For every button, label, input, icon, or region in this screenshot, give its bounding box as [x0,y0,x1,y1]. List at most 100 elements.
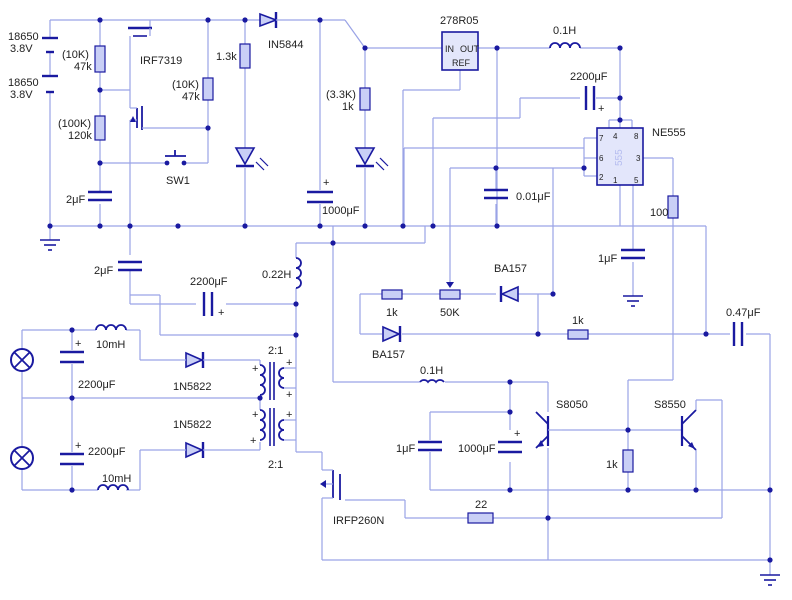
resistor-100k-120k-label-2: 120k [68,130,92,142]
diode-1n5822-b: 1N5822 [173,419,212,459]
resistor-100: 100 [650,195,679,219]
regulator-title: 278R05 [440,15,479,27]
capacitor-2uf-a-label: 2μF [66,194,85,206]
capacitor-2200uf-l1: + 2200μF [60,338,116,391]
diode-1n5822-b-label: 1N5822 [173,419,212,431]
resistor-22: 22 [467,499,494,524]
inductor-0-1h-top: 0.1H [549,25,581,49]
resistor-100-label: 100 [650,207,668,219]
resistor-3-3k-1k-label-2: 1k [342,101,354,113]
capacitor-0-47uf-label: 0.47μF [726,307,761,319]
diode-in5844-label: IN5844 [268,39,303,51]
capacitor-2200uf-top-plus: + [598,103,604,115]
capacitor-0-01uf: 0.01μF [484,188,551,203]
resistor-10k-47k-b-label-1: (10K) [172,79,199,91]
capacitor-2200uf-top-label: 2200μF [570,71,608,83]
regulator-278r05: 278R05 IN OUT REF [440,15,480,71]
resistor-1k-a-label: 1k [386,307,398,319]
ne555-pin1: 1 [613,176,618,185]
diode-1n5822-a-label: 1N5822 [173,381,212,393]
capacitor-1000uf-b-label: 1000μF [458,443,496,455]
transformer-bottom-plus-2: + [286,409,292,421]
ground-bottom [760,574,780,586]
inductor-0-22h: 0.22H [262,257,302,289]
inductor-10mh-bottom: 10mH [97,473,131,491]
battery-bottom-label-2: 3.8V [10,89,33,101]
transistor-s8550-label: S8550 [654,399,686,411]
junction-dots [47,17,773,563]
transformer-top: 2:1 + + + [252,345,296,401]
ne555-timer: NE555 555 4 8 7 6 2 1 5 3 [596,127,686,186]
battery-top-label-2: 3.8V [10,43,33,55]
ne555-pin6: 6 [599,154,604,163]
capacitor-2200uf-top: + 2200μF [570,71,608,115]
resistor-3-3k-1k: (3.3K) 1k [326,87,371,113]
capacitor-2200uf-l2-label: 2200μF [88,446,126,458]
transistor-s8050: S8050 [535,399,588,449]
diode-in5844: IN5844 [259,12,303,51]
resistor-10k-47k-a-label-1: (10K) [62,49,89,61]
capacitor-1000uf-b: + 1000μF [458,428,522,455]
resistor-10k-47k-a-label-2: 47k [74,61,92,73]
capacitor-2200uf-l1-plus: + [75,338,81,350]
capacitor-1uf-555: 1μF [598,248,645,265]
capacitor-2200uf-l2-plus: + [75,440,81,452]
battery-top: 18650 3.8V [8,31,58,55]
resistor-1-3k-label: 1.3k [216,51,237,63]
capacitor-0-47uf: 0.47μF [726,307,761,346]
resistor-10k-47k-b-label-2: 47k [182,91,200,103]
transformer-top-plus-2: + [286,357,292,369]
diode-1n5822-a: 1N5822 [173,351,212,393]
battery-bottom: 18650 3.8V [8,74,58,101]
irfp260n-mosfet: IRFP260N [320,469,384,527]
resistor-10k-47k-a: (10K) 47k [62,45,106,73]
irfp260n-label: IRFP260N [333,515,384,527]
transformer-bottom-plus-3: + [250,435,256,447]
capacitor-2200uf-mid-label: 2200μF [190,276,228,288]
diode-ba157-a: BA157 [494,263,527,303]
capacitor-1uf-b: 1μF [396,440,442,455]
transistor-s8050-label: S8050 [556,399,588,411]
diode-ba157-b-label: BA157 [372,349,405,361]
capacitor-1000uf-b-plus: + [514,428,520,440]
resistor-100k-120k: (100K) 120k [58,115,106,142]
potentiometer-50k: 50K [439,282,461,319]
capacitor-0-01uf-label: 0.01μF [516,191,551,203]
capacitor-2uf-a: 2μF [66,190,112,206]
transistor-s8550: S8550 [654,399,697,460]
capacitor-1uf-555-label: 1μF [598,253,617,265]
capacitor-2uf-b-label: 2μF [94,265,113,277]
capacitor-1000uf-a-label: 1000μF [322,205,360,217]
resistor-10k-47k-b: (10K) 47k [172,77,214,103]
regulator-out: OUT [460,44,480,54]
resistor-22-label: 22 [475,499,487,511]
inductor-10mh-bottom-label: 10mH [102,473,131,485]
inductor-0-1h-bottom: 0.1H [419,365,445,384]
inductor-0-1h-top-label: 0.1H [553,25,576,37]
resistor-1k-c: 1k [606,449,634,473]
led-a [234,147,269,171]
inductor-0-1h-bottom-label: 0.1H [420,365,443,377]
resistor-3-3k-1k-label-1: (3.3K) [326,89,356,101]
potentiometer-50k-label: 50K [440,307,460,319]
capacitor-1000uf-a: + 1000μF [307,177,360,217]
capacitor-1uf-b-label: 1μF [396,443,415,455]
transformer-top-ratio: 2:1 [268,345,283,357]
lamp-top-icon [10,348,34,372]
battery-bottom-label-1: 18650 [8,77,39,89]
ne555-pin2: 2 [599,173,604,182]
capacitor-2200uf-mid: + 2200μF [190,276,228,319]
capacitor-1000uf-a-plus: + [323,177,329,189]
resistor-1k-a: 1k [381,289,403,319]
battery-top-label-1: 18650 [8,31,39,43]
transformer-top-plus-3: + [286,389,292,401]
ne555-pin4: 4 [613,132,618,141]
ne555-pin3: 3 [636,154,641,163]
ne555-pin7: 7 [599,134,604,143]
resistor-1-3k: 1.3k [216,43,251,69]
capacitor-2200uf-mid-plus: + [218,307,224,319]
transformer-bottom: 2:1 + + + [250,408,296,471]
resistor-1k-b: 1k [567,315,589,340]
transformer-top-plus-1: + [252,363,258,375]
